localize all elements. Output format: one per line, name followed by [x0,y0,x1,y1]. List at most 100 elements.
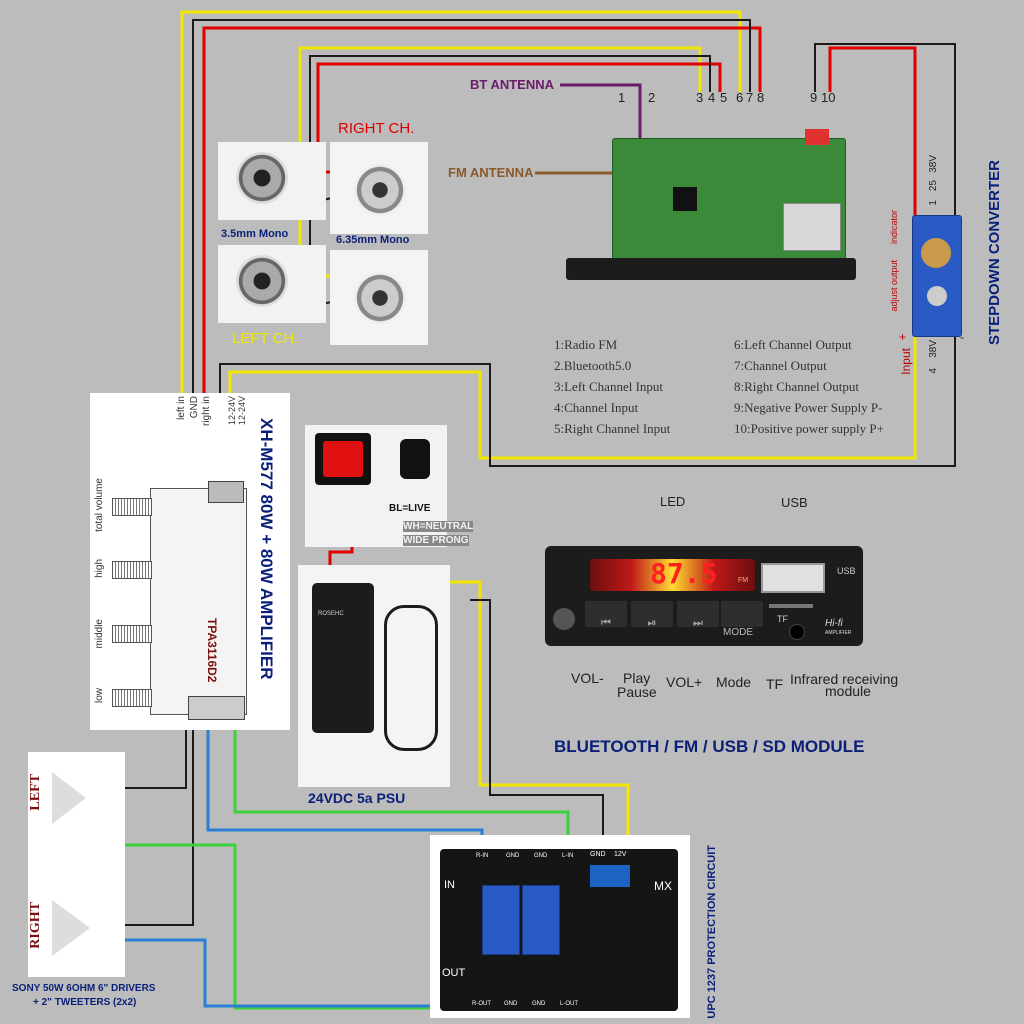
jack-body-icon [354,272,406,324]
hifi-logo: Hi-fi [825,618,843,629]
mode-button-label: MODE [723,627,753,638]
protection-pcb: IN OUT MX GND 12V R-IN GND GND L-IN R-OU… [440,849,678,1011]
terminal-bottom-label: R-OUT [472,1001,491,1007]
legend-item: 1:Radio FM [554,337,618,352]
wire-black-24v [219,330,956,480]
hifi-sub: AMPLIFIER [825,630,852,636]
led-display: 87.5 FM [590,557,755,591]
display-fm: FM [738,577,749,584]
psu-brick-icon: ROSEHC [312,583,374,733]
left-channel-label: LEFT CH. [232,330,299,347]
wire-yellow-amp-to-bt [180,10,742,455]
vol-minus-button[interactable]: ⏮ [585,601,627,629]
protection-out-label: OUT [442,967,466,979]
pin-number: 9 [810,90,818,105]
speaker-caption-1: SONY 50W 6OHM 6" DRIVERS [12,983,156,994]
wire-black-amp-out [100,720,194,926]
stepdown-bottom-value-1: 4 [928,368,939,374]
mode-label: Mode [716,674,752,690]
tf-label: TF [766,676,784,692]
protection-panel: IN OUT MX GND 12V R-IN GND GND L-IN R-OU… [430,835,690,1018]
bluetooth-icon [553,608,575,630]
mode-button[interactable] [721,601,763,627]
legend-item: 5:Right Channel Input [554,421,671,436]
amp-input-label-gnd: GND [189,396,200,419]
legend-item: 8:Right Channel Output [734,379,859,394]
amp-input-label-right: right in [201,396,212,427]
wire-red-pin10 [828,46,917,225]
amp-title: XH-M577 80W + 80W AMPLIFIER [257,418,276,680]
stepdown-plus: + [899,330,907,344]
wire-green-amp-out [233,720,570,855]
terminal-top-label: GND [506,853,520,859]
legend-item: 3:Left Channel Input [554,379,664,394]
usb-label: USB [781,495,808,510]
play-label: Play [623,670,651,686]
usb-port[interactable] [761,563,825,593]
wire-bt-antenna [560,83,642,140]
switch-plug-panel: BL=LIVE WH=NEUTRAL WIDE PRONG [305,425,474,547]
live-label: BL=LIVE [389,503,431,514]
inductor-icon [921,238,951,268]
legend-item: 4:Channel Input [554,400,639,415]
amp-output-terminals [188,696,245,720]
protection-12v-label: 12V [614,851,627,858]
pause-label: Pause [617,684,657,700]
potentiometer-icon [927,286,947,306]
terminal-bottom-label: L-OUT [560,1001,578,1007]
stepdown-top-value-1: 1 [928,200,939,206]
amp-board [150,488,247,715]
pin-number: 7 [746,90,754,105]
knob-label-high: high [94,559,105,578]
stepdown-title: STEPDOWN CONVERTER [986,160,1003,346]
left-speaker-icon [52,772,86,824]
protection-title: UPC 1237 PROTECTION CIRCUIT [706,845,718,1019]
terminal-top-label: L-IN [562,853,574,859]
tf-slot[interactable] [769,604,813,608]
pin-legend-right: 6:Left Channel Output 7:Channel Output 8… [734,334,884,439]
pin-number: 8 [757,90,765,105]
amplifier-panel: left in GND right in 12-24V 12-24V XH-M5… [90,393,290,730]
speaker-panel: LEFT RIGHT [28,752,125,977]
pin-legend-left: 1:Radio FM 2.Bluetooth5.0 3:Left Channel… [554,334,670,439]
stepdown-bottom-value-2: 38V [928,340,939,358]
amp-terminal-block [208,481,244,503]
power-connector [805,129,829,145]
terminal-bottom-label: GND [532,1001,546,1007]
wire-black-psu-protect [470,599,604,855]
legend-item: 9:Negative Power Supply P- [734,400,883,415]
legend-item: 7:Channel Output [734,358,827,373]
terminal-bottom-label: GND [504,1001,518,1007]
relay-right-icon [522,885,560,955]
wire-yellow-24v [228,330,917,480]
pin-number: 1 [618,90,626,105]
jack-6-35mm-left [330,250,428,345]
pin-number: 2 [648,90,656,105]
wire-blue-spk-right [95,938,484,1008]
module-title: BLUETOOTH / FM / USB / SD MODULE [554,737,865,756]
infrared-receiver-icon [789,624,805,640]
right-speaker-label: RIGHT [28,902,43,949]
jack-3-5mm-left [218,245,326,323]
bt-chip [673,187,697,211]
wire-black-pin9 [814,43,956,225]
jack-body-icon [236,255,288,307]
protection-mx-label: MX [654,879,672,893]
pin-number: 10 [821,90,836,105]
wire-yellow-psu-protect [400,580,630,855]
rocker-switch-icon [315,433,371,485]
amp-power-label: 12-24V [227,396,237,426]
right-channel-label: RIGHT CH. [338,120,415,137]
jack-3-5mm-right [218,142,326,220]
bt-antenna-label: BT ANTENNA [470,77,555,92]
legend-item: 2.Bluetooth5.0 [554,358,632,373]
wire-red-amp-to-bt [202,26,762,465]
vol-minus-label: VOL- [571,670,604,686]
tf-slot-label: TF [777,614,788,624]
vol-plus-button[interactable]: ⏭ [677,601,719,629]
left-speaker-label: LEFT [28,774,43,811]
stepdown-top-value-3: 38V [928,155,939,173]
stepdown-minus: - [960,330,964,344]
wire-black-amp-gnd [192,19,751,460]
play-pause-button[interactable]: ⏯ [631,601,673,629]
